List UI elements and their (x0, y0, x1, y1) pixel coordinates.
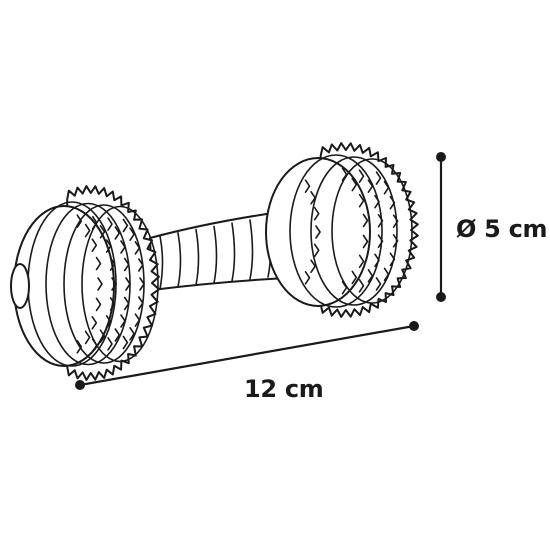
chevron-mark (95, 256, 102, 271)
chevron-mark (374, 253, 380, 268)
chevron-mark (114, 328, 121, 342)
chevron-mark (383, 267, 390, 282)
chevron-mark (84, 330, 91, 345)
chevron-mark (125, 277, 131, 291)
chevron-mark (76, 214, 83, 228)
left-weight-cap (10, 263, 30, 309)
chevron-mark (107, 217, 113, 231)
right-weight (265, 142, 419, 318)
chevron-mark (123, 257, 130, 272)
chevron-mark (315, 225, 321, 239)
chevron-mark (358, 193, 365, 208)
chevron-mark (84, 223, 91, 238)
chevron-mark (304, 179, 311, 193)
chevron-mark (129, 227, 135, 241)
left-weight-band (81, 205, 159, 363)
handle-rib (195, 228, 200, 286)
chevron-mark (304, 271, 311, 285)
chevron-mark (99, 329, 106, 343)
chevron-mark (358, 169, 365, 183)
chevron-mark (97, 277, 103, 291)
diameter-endpoint-top (436, 152, 446, 162)
chevron-mark (107, 337, 113, 351)
chevron-mark (389, 195, 396, 210)
handle-rib (177, 232, 182, 288)
chevron-mark (383, 180, 390, 195)
chevron-mark (129, 327, 135, 341)
chevron-mark (358, 254, 365, 269)
chevron-mark (120, 240, 126, 254)
chevron-mark (351, 177, 358, 192)
chevron-mark (105, 315, 112, 329)
right-weight-band (331, 158, 413, 304)
chevron-mark (310, 259, 316, 273)
chevron-mark (375, 171, 382, 185)
handle-rib (249, 219, 254, 280)
chevron-mark (139, 277, 145, 291)
diameter-endpoint-bottom (436, 292, 446, 302)
chevron-mark (134, 313, 141, 327)
handle-rib (213, 225, 218, 284)
chevron-mark (76, 340, 83, 354)
chevron-mark (123, 296, 130, 311)
chevron-mark (367, 269, 374, 283)
chevron-mark (313, 206, 320, 221)
chevron-mark (351, 270, 358, 285)
chevron-mark (389, 252, 396, 267)
chevron-mark (138, 258, 144, 272)
right-weight-band (289, 154, 383, 308)
chevron-mark (122, 335, 129, 350)
chevron-mark (95, 297, 102, 312)
chevron-mark (310, 191, 316, 205)
chevron-mark (111, 277, 117, 291)
length-dimension-label: 12 cm (244, 375, 324, 403)
chevron-mark (138, 296, 144, 310)
chevron-mark (109, 257, 116, 271)
right-weight-band (310, 156, 398, 306)
chevron-mark (91, 316, 98, 330)
length-dimension-line (79, 324, 415, 387)
length-endpoint-left (75, 380, 85, 390)
chevron-mark (105, 239, 112, 253)
chevron-mark (134, 241, 141, 255)
chevron-mark (358, 279, 365, 293)
chevron-mark (374, 194, 380, 209)
length-endpoint-right (409, 321, 419, 331)
chevron-mark (362, 234, 369, 249)
chevron-mark (120, 314, 126, 328)
chevron-mark (99, 225, 106, 239)
chevron-mark (375, 277, 382, 291)
dimension-lines (75, 152, 446, 390)
handle-rib (231, 222, 236, 282)
handle-rib (159, 235, 164, 290)
chevron-mark (377, 214, 384, 228)
chevron-mark (392, 234, 399, 248)
right-weight-face (265, 157, 371, 307)
chevron-mark (91, 238, 98, 252)
diameter-dimension-label: Ø 5 cm (456, 215, 548, 243)
chevron-mark (367, 179, 374, 193)
chevron-mark (362, 213, 369, 228)
dumbbell-toy (10, 142, 419, 381)
chevron-mark (114, 226, 121, 240)
chevron-mark (122, 218, 129, 233)
left-weight (10, 185, 160, 381)
chevron-mark (392, 214, 399, 228)
chevron-mark (377, 234, 384, 248)
chevron-mark (313, 243, 320, 258)
chevron-mark (109, 297, 116, 311)
